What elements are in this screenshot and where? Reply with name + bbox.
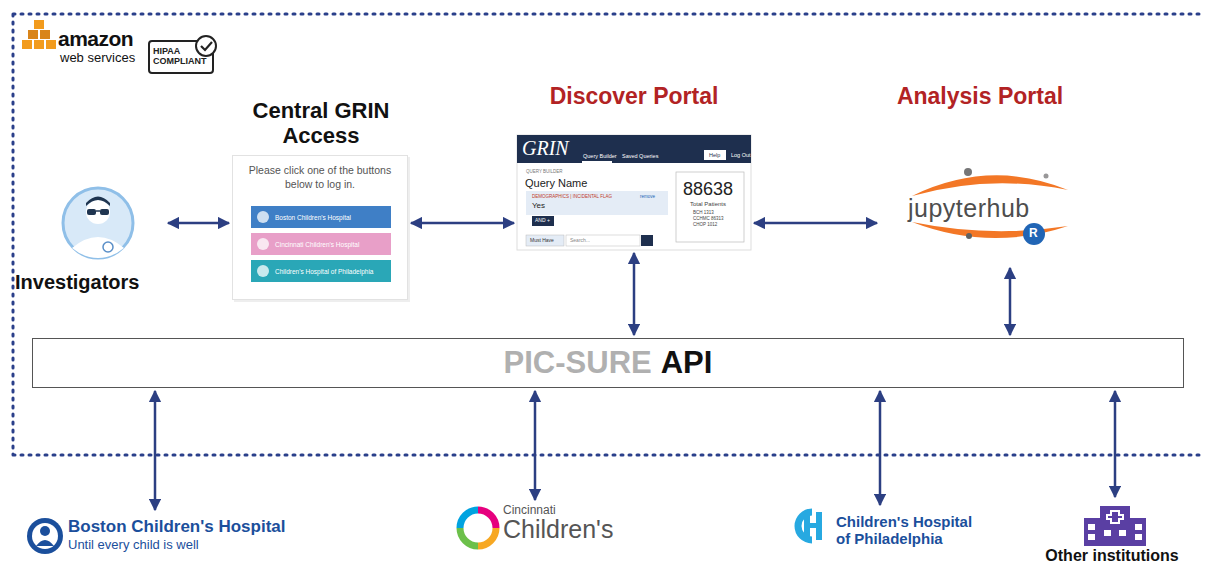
label-text: AND + bbox=[535, 218, 550, 224]
connector-arrow bbox=[154, 391, 157, 510]
label-text: Help bbox=[709, 152, 720, 158]
connector-arrow bbox=[633, 253, 636, 335]
node-title: Analysis Portal bbox=[840, 83, 1120, 110]
label-text: Query Name bbox=[525, 177, 587, 189]
label-text: CHOP 1012 bbox=[693, 223, 717, 228]
investigator-icon bbox=[63, 188, 133, 258]
label-text: DEMOGRAPHICS | INCIDENTAL FLAG bbox=[532, 195, 612, 200]
login-button: Children's Hospital of Philadelphia bbox=[251, 260, 391, 282]
label-text: 88638 bbox=[683, 180, 733, 200]
chop-logo bbox=[798, 512, 822, 540]
label-text: remove bbox=[640, 195, 655, 200]
connector-arrow bbox=[879, 391, 882, 505]
button-icon bbox=[257, 265, 269, 277]
label-text: R bbox=[1029, 227, 1038, 240]
node-text: API bbox=[661, 345, 713, 381]
connector-arrow bbox=[754, 222, 877, 225]
label-text: Search... bbox=[570, 238, 590, 244]
node-title: PIC-SURE bbox=[504, 345, 652, 381]
label-text: Must Have bbox=[530, 238, 554, 244]
label-text: Saved Queries bbox=[622, 153, 658, 159]
login-card: Central GRIN AccessPlease click one of t… bbox=[232, 155, 408, 300]
label-text: Total Patients bbox=[690, 201, 726, 208]
node-title: Children's Hospital of Philadelphia bbox=[836, 513, 990, 548]
label-text: QUERY BUILDER bbox=[526, 170, 563, 175]
label-text: Log Out bbox=[731, 152, 751, 158]
label-text: amazon bbox=[58, 27, 133, 50]
node-title: Central GRIN Access bbox=[223, 98, 419, 149]
node-title: Boston Children's Hospital bbox=[275, 214, 351, 221]
label-text: web services bbox=[60, 51, 135, 65]
aws-logo bbox=[22, 20, 56, 49]
check-mark bbox=[201, 42, 212, 50]
node-title: Cincinnati bbox=[503, 503, 630, 517]
api-bar: PIC-SUREAPI bbox=[32, 338, 1184, 388]
label-text: GRIN bbox=[522, 137, 569, 159]
check-mark bbox=[196, 36, 216, 56]
cincinnati-logo bbox=[460, 510, 496, 546]
institution-node: Children's Hospital of Philadelphia bbox=[780, 508, 990, 552]
connector-arrow bbox=[1114, 391, 1117, 497]
node-title: Children's Hospital of Philadelphia bbox=[275, 268, 373, 275]
node-title: Cincinnati Children's Hospital bbox=[275, 241, 359, 248]
node-title: Investigators bbox=[15, 271, 165, 294]
connector-arrow bbox=[534, 391, 537, 500]
portal-screenshot bbox=[517, 135, 751, 250]
hospital-icon bbox=[1084, 506, 1146, 546]
connector-arrow bbox=[411, 222, 514, 225]
aws-region bbox=[13, 14, 1204, 455]
node-title: Discover Portal bbox=[477, 83, 791, 110]
node-text: Until every child is well bbox=[68, 537, 300, 552]
login-button: Cincinnati Children's Hospital bbox=[251, 233, 391, 255]
button-icon bbox=[257, 211, 269, 223]
node-title: Other institutions bbox=[1022, 547, 1202, 565]
institution-node: CincinnatiChildren's bbox=[455, 503, 630, 555]
actor-node: Investigators bbox=[15, 185, 165, 300]
portal-node: Analysis Portaljupyterhub bbox=[880, 165, 1080, 265]
login-button: Boston Children's Hospital bbox=[251, 206, 391, 228]
institution-node: Other institutions bbox=[1022, 500, 1202, 565]
label-text: BCH 1313 bbox=[693, 211, 714, 216]
label-text: HIPAA COMPLIANT bbox=[153, 46, 199, 67]
connector-arrow bbox=[1009, 268, 1012, 335]
label-text: Query Builder bbox=[583, 153, 617, 159]
node-text: Children's bbox=[503, 517, 630, 542]
label-text: Yes bbox=[532, 202, 545, 211]
connector-arrow bbox=[168, 222, 229, 225]
node-text: jupyterhub bbox=[908, 194, 1030, 223]
institution-node: Boston Children's HospitalUntil every ch… bbox=[25, 513, 300, 559]
node-title: Boston Children's Hospital bbox=[68, 517, 300, 537]
button-icon bbox=[257, 238, 269, 250]
boston-logo bbox=[27, 518, 63, 554]
node-text: Please click one of the buttons below to… bbox=[243, 164, 397, 191]
label-text: CCHMC 86313 bbox=[693, 217, 724, 222]
